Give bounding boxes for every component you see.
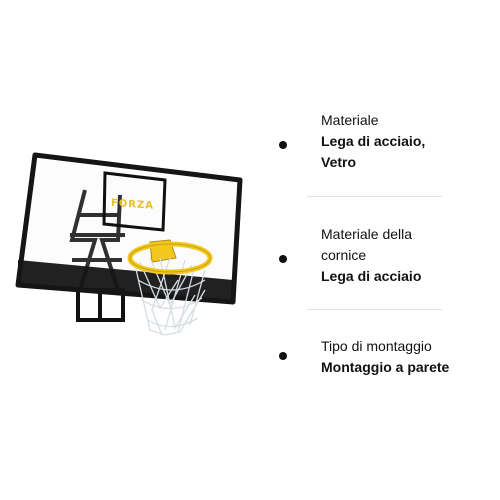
spec-item-mounting-type: Tipo di montaggio Montaggio a parete [270,336,492,378]
bullet-icon [279,255,287,263]
spec-item-frame-material: Materiale della cornice Lega di acciaio [270,224,492,287]
basketball-hoop-illustration: FORZA [15,152,243,336]
spec-item-material: Materiale Lega di acciaio, Vetro [270,110,492,173]
spec-value: Lega di acciaio [321,268,422,284]
spec-label: Materiale [321,112,379,128]
spec-value-text: Lega di acciaio, Vetro [321,133,426,170]
product-image: FORZA [0,140,250,350]
brand-logo: FORZA [111,198,154,212]
spec-value: Montaggio a parete [321,359,450,375]
spec-label: Tipo di montaggio [321,338,432,354]
spec-label: Materiale della cornice [321,226,413,263]
bullet-icon [279,141,287,149]
bullet-icon [279,352,287,360]
spec-value: Lega di acciaio, Vetro [321,131,492,173]
divider [307,309,442,310]
divider [307,196,442,197]
